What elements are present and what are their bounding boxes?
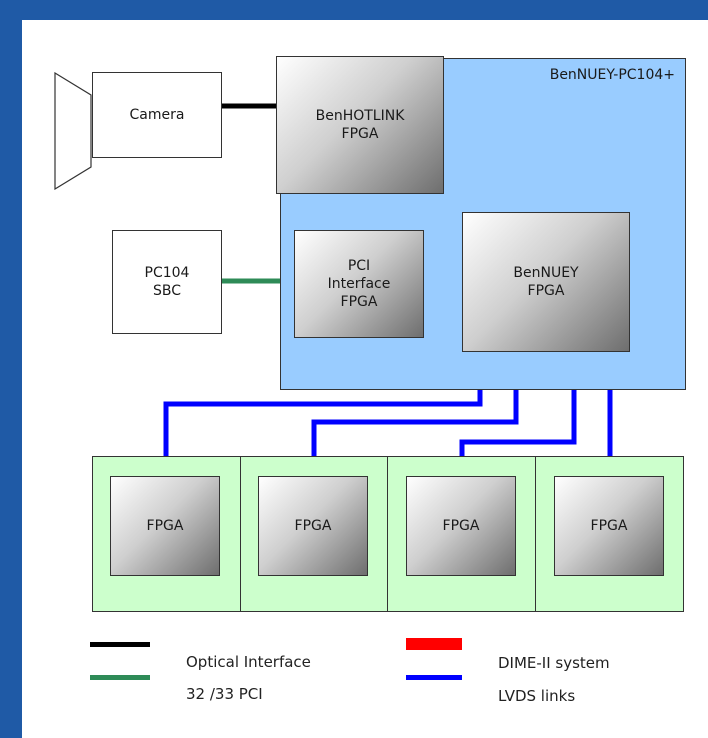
- camera-block: Camera: [92, 72, 222, 158]
- board-title: BenNUEY-PC104+: [549, 67, 675, 83]
- legend-lvds-label: LVDS links: [498, 687, 576, 705]
- legend-lvds-swatch: [406, 675, 462, 680]
- module-fpga-3: FPGA: [406, 476, 516, 576]
- module-fpga-2: FPGA: [258, 476, 368, 576]
- camera-lens-icon: [54, 72, 92, 190]
- bennuey-fpga-block: BenNUEY FPGA: [462, 212, 630, 352]
- module-fpga-1: FPGA: [110, 476, 220, 576]
- legend-dime-swatch: [406, 638, 462, 650]
- legend-pci-label: 32 /33 PCI: [186, 685, 263, 703]
- legend-optical-label: Optical Interface: [186, 653, 311, 671]
- pc104-sbc-block: PC104 SBC: [112, 230, 222, 334]
- legend-optical-swatch: [90, 642, 150, 647]
- benhotlink-fpga-block: BenHOTLINK FPGA: [276, 56, 444, 194]
- diagram-canvas: BenNUEY-PC104+ Camera PC104 SBC BenHOTLI…: [22, 20, 708, 738]
- legend-pci-swatch: [90, 675, 150, 680]
- module-fpga-4: FPGA: [554, 476, 664, 576]
- pci-interface-fpga-block: PCI Interface FPGA: [294, 230, 424, 338]
- legend-dime-label: DIME-II system: [498, 654, 610, 672]
